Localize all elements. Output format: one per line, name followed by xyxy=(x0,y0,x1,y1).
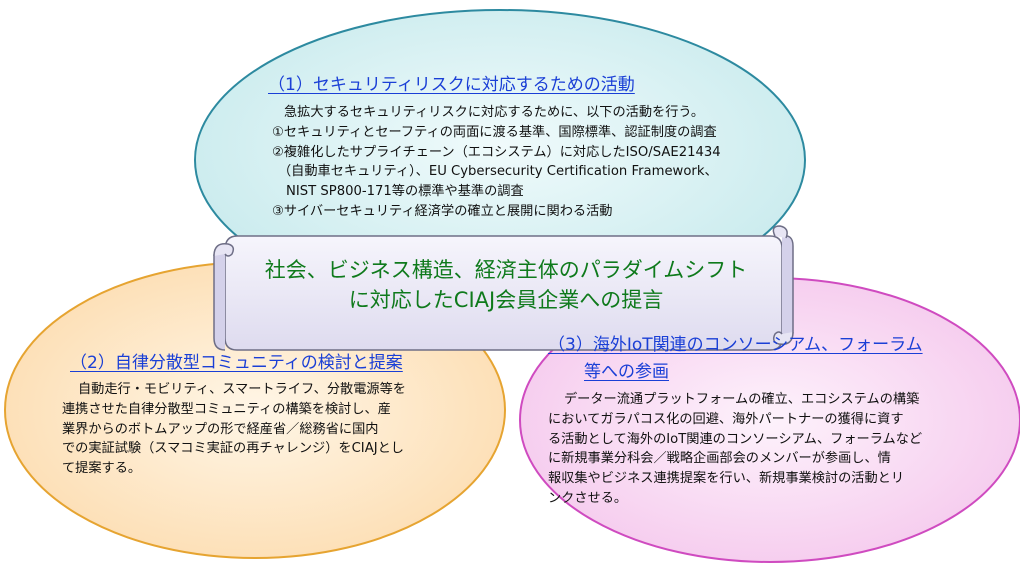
top-line-1: 急拡大するセキュリティリスクに対応するために、以下の活動を行う。 xyxy=(284,105,705,120)
top-line-4: （自動車セキュリティ）、EU Cybersecurity Certificati… xyxy=(278,164,718,180)
left-section-body: 自動走行・モビリティ、スマートライフ、分散電源等を 連携させた自律分散型コミュニ… xyxy=(62,380,406,479)
left-line-2: 連携させた自律分散型コミュニティの構築を検討し、産 xyxy=(62,401,391,417)
left-line-5: て提案する。 xyxy=(62,461,142,477)
right-line-5: 報収集やビジネス連携提案を行い、新規事業検討の活動とリ xyxy=(548,471,905,487)
right-line-2: においてガラパコス化の回避、海外パートナーの獲得に資す xyxy=(548,411,904,427)
left-line-3: 業界からのボトムアップの形で経産省／総務省に国内 xyxy=(62,421,379,437)
right-title-line-1: （3）海外IoT関連のコンソーシアム、フォーラム xyxy=(548,335,923,355)
center-line-1: 社会、ビジネス構造、経済主体のパラダイムシフト xyxy=(264,258,748,282)
top-section-title: （1）セキュリティリスクに対応するための活動 xyxy=(268,75,635,95)
right-line-1: データー流通プラットフォームの確立、エコシステムの構築 xyxy=(564,392,920,407)
right-line-6: ンクさせる。 xyxy=(548,490,628,506)
top-line-2: ①セキュリティとセーフティの両面に渡る基準、国際標準、認証制度の調査 xyxy=(272,124,717,140)
center-banner-text: 社会、ビジネス構造、経済主体のパラダイムシフト に対応したCIAJ会員企業への提… xyxy=(236,255,776,315)
center-scroll-banner xyxy=(213,225,794,351)
left-line-1: 自動走行・モビリティ、スマートライフ、分散電源等を xyxy=(78,382,406,397)
right-section-body: データー流通プラットフォームの確立、エコシステムの構築 においてガラパコス化の回… xyxy=(548,390,922,509)
right-section-title: （3）海外IoT関連のコンソーシアム、フォーラム 等への参画 xyxy=(548,330,923,382)
right-title-line-2: 等への参画 xyxy=(584,362,669,382)
right-line-4: に新規事業分科会／戦略企画部会のメンバーが参画し、情 xyxy=(548,451,891,467)
top-line-3: ②複雑化したサプライチェーン（エコシステム）に対応したISO/SAE21434 xyxy=(272,144,721,160)
right-line-3: る活動として海外のIoT関連のコンソーシアム、フォーラムなど xyxy=(548,431,923,447)
left-line-4: での実証試験（スマコミ実証の再チャレンジ）をCIAJとし xyxy=(62,441,404,457)
top-line-5: NIST SP800-171等の標準や基準の調査 xyxy=(286,184,524,200)
top-line-6: ③サイバーセキュリティ経済学の確立と展開に関わる活動 xyxy=(272,203,613,219)
center-line-2: に対応したCIAJ会員企業への提言 xyxy=(348,288,664,312)
top-section-body: 急拡大するセキュリティリスクに対応するために、以下の活動を行う。 ①セキュリティ… xyxy=(272,103,721,222)
left-section-title: （2）自律分散型コミュニティの検討と提案 xyxy=(70,353,403,373)
